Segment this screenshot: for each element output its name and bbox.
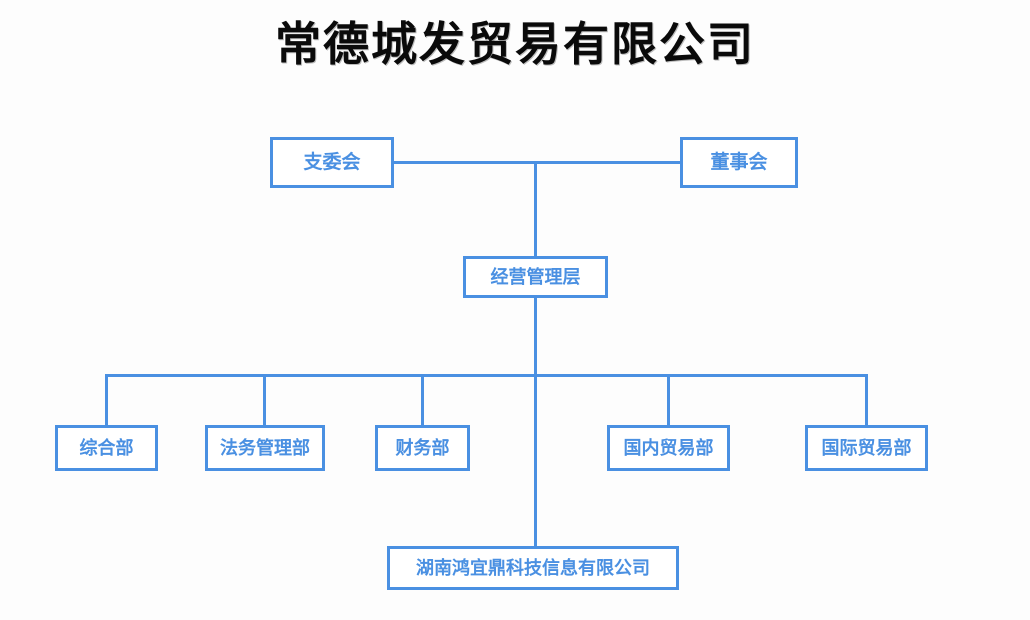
connector-drop-department-4: [667, 374, 670, 425]
node-department-2[interactable]: 法务管理部: [205, 425, 325, 471]
node-department-4-label: 国内贸易部: [623, 438, 714, 458]
connector-drop-department-2: [263, 374, 266, 425]
node-department-2-label: 法务管理部: [220, 438, 310, 458]
connector-subsidiary-trunk: [534, 374, 537, 548]
page-title: 常德城发贸易有限公司: [275, 19, 755, 70]
connector-top-to-management: [534, 161, 537, 256]
node-subsidiary[interactable]: 湖南鸿宜鼎科技信息有限公司: [387, 546, 679, 590]
node-party-committee-label: 支委会: [303, 152, 361, 173]
node-board-of-directors-label: 董事会: [710, 152, 768, 173]
node-department-5[interactable]: 国际贸易部: [805, 425, 928, 471]
node-department-1[interactable]: 综合部: [55, 425, 158, 471]
node-department-3[interactable]: 财务部: [375, 425, 470, 471]
node-board-of-directors[interactable]: 董事会: [680, 137, 798, 188]
node-department-5-label: 国际贸易部: [821, 438, 912, 458]
node-department-1-label: 综合部: [79, 438, 134, 458]
connector-drop-department-3: [421, 374, 424, 425]
connector-drop-department-5: [865, 374, 868, 425]
node-subsidiary-label: 湖南鸿宜鼎科技信息有限公司: [416, 558, 650, 578]
node-party-committee[interactable]: 支委会: [270, 137, 394, 188]
node-department-4[interactable]: 国内贸易部: [607, 425, 730, 471]
node-department-3-label: 财务部: [395, 438, 450, 458]
connector-department-bar: [105, 374, 868, 377]
node-management[interactable]: 经营管理层: [463, 256, 608, 298]
connector-drop-department-1: [105, 374, 108, 425]
node-management-label: 经营管理层: [490, 267, 581, 287]
connector-top-horizontal: [394, 161, 680, 164]
connector-management-down: [534, 298, 537, 376]
